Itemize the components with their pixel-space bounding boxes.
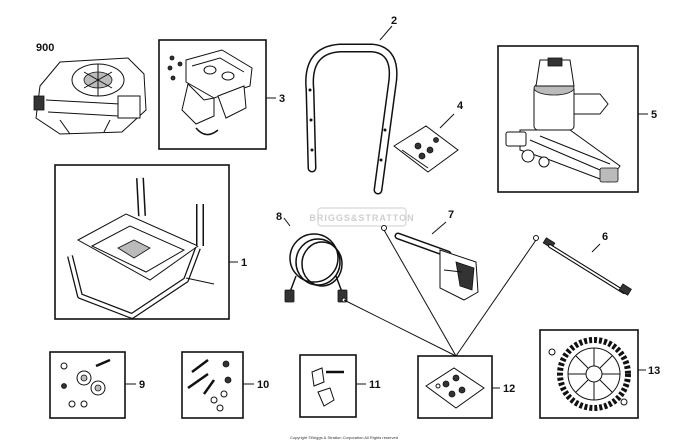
watermark: BRIGGS&STRATTON	[309, 207, 414, 227]
copyright: Copyright ©Briggs & Stratton Corporation…	[290, 435, 398, 440]
nozzle-kit-part[interactable]	[425, 367, 485, 409]
label-engine: 900	[36, 42, 54, 54]
label-handle: 2	[391, 15, 397, 27]
gun-part[interactable]	[381, 225, 479, 301]
label-hardware-kit-c: 11	[369, 379, 381, 391]
label-extension: 6	[602, 231, 608, 243]
extension-part[interactable]	[533, 235, 632, 296]
hardware-kit-c-box	[299, 354, 357, 418]
label-wheel: 13	[648, 365, 660, 377]
label-gun: 7	[448, 209, 454, 221]
pump-box	[497, 45, 639, 193]
handle-part[interactable]	[305, 43, 398, 195]
label-hardware-kit-b: 10	[257, 379, 269, 391]
frame-box	[54, 164, 230, 320]
label-cover: 4	[457, 100, 464, 112]
nozzle-kit-box	[417, 355, 493, 419]
pump-part[interactable]	[505, 57, 621, 183]
hardware-kit-a-part[interactable]	[60, 358, 111, 408]
wheel-part[interactable]	[548, 337, 631, 411]
hardware-kit-b-part[interactable]	[187, 359, 232, 412]
label-pump: 5	[651, 109, 657, 121]
cover-part[interactable]	[393, 125, 459, 173]
bracket-part[interactable]	[167, 49, 253, 136]
hose-part[interactable]	[284, 233, 348, 303]
label-hardware-kit-a: 9	[139, 379, 145, 391]
wheel-box	[539, 329, 639, 419]
label-hose: 8	[276, 211, 282, 223]
label-nozzle-kit: 12	[503, 383, 515, 395]
hardware-kit-c-part[interactable]	[311, 367, 344, 407]
frame-part[interactable]	[67, 177, 215, 319]
label-bracket: 3	[279, 93, 285, 105]
hardware-kit-a-box	[49, 351, 126, 419]
leader-lines	[343, 229, 537, 357]
engine-part[interactable]	[33, 57, 147, 135]
label-frame: 1	[241, 257, 247, 269]
hardware-kit-b-box	[181, 351, 244, 419]
watermark-text: BRIGGS&STRATTON	[309, 213, 414, 223]
bracket-box	[158, 39, 267, 150]
